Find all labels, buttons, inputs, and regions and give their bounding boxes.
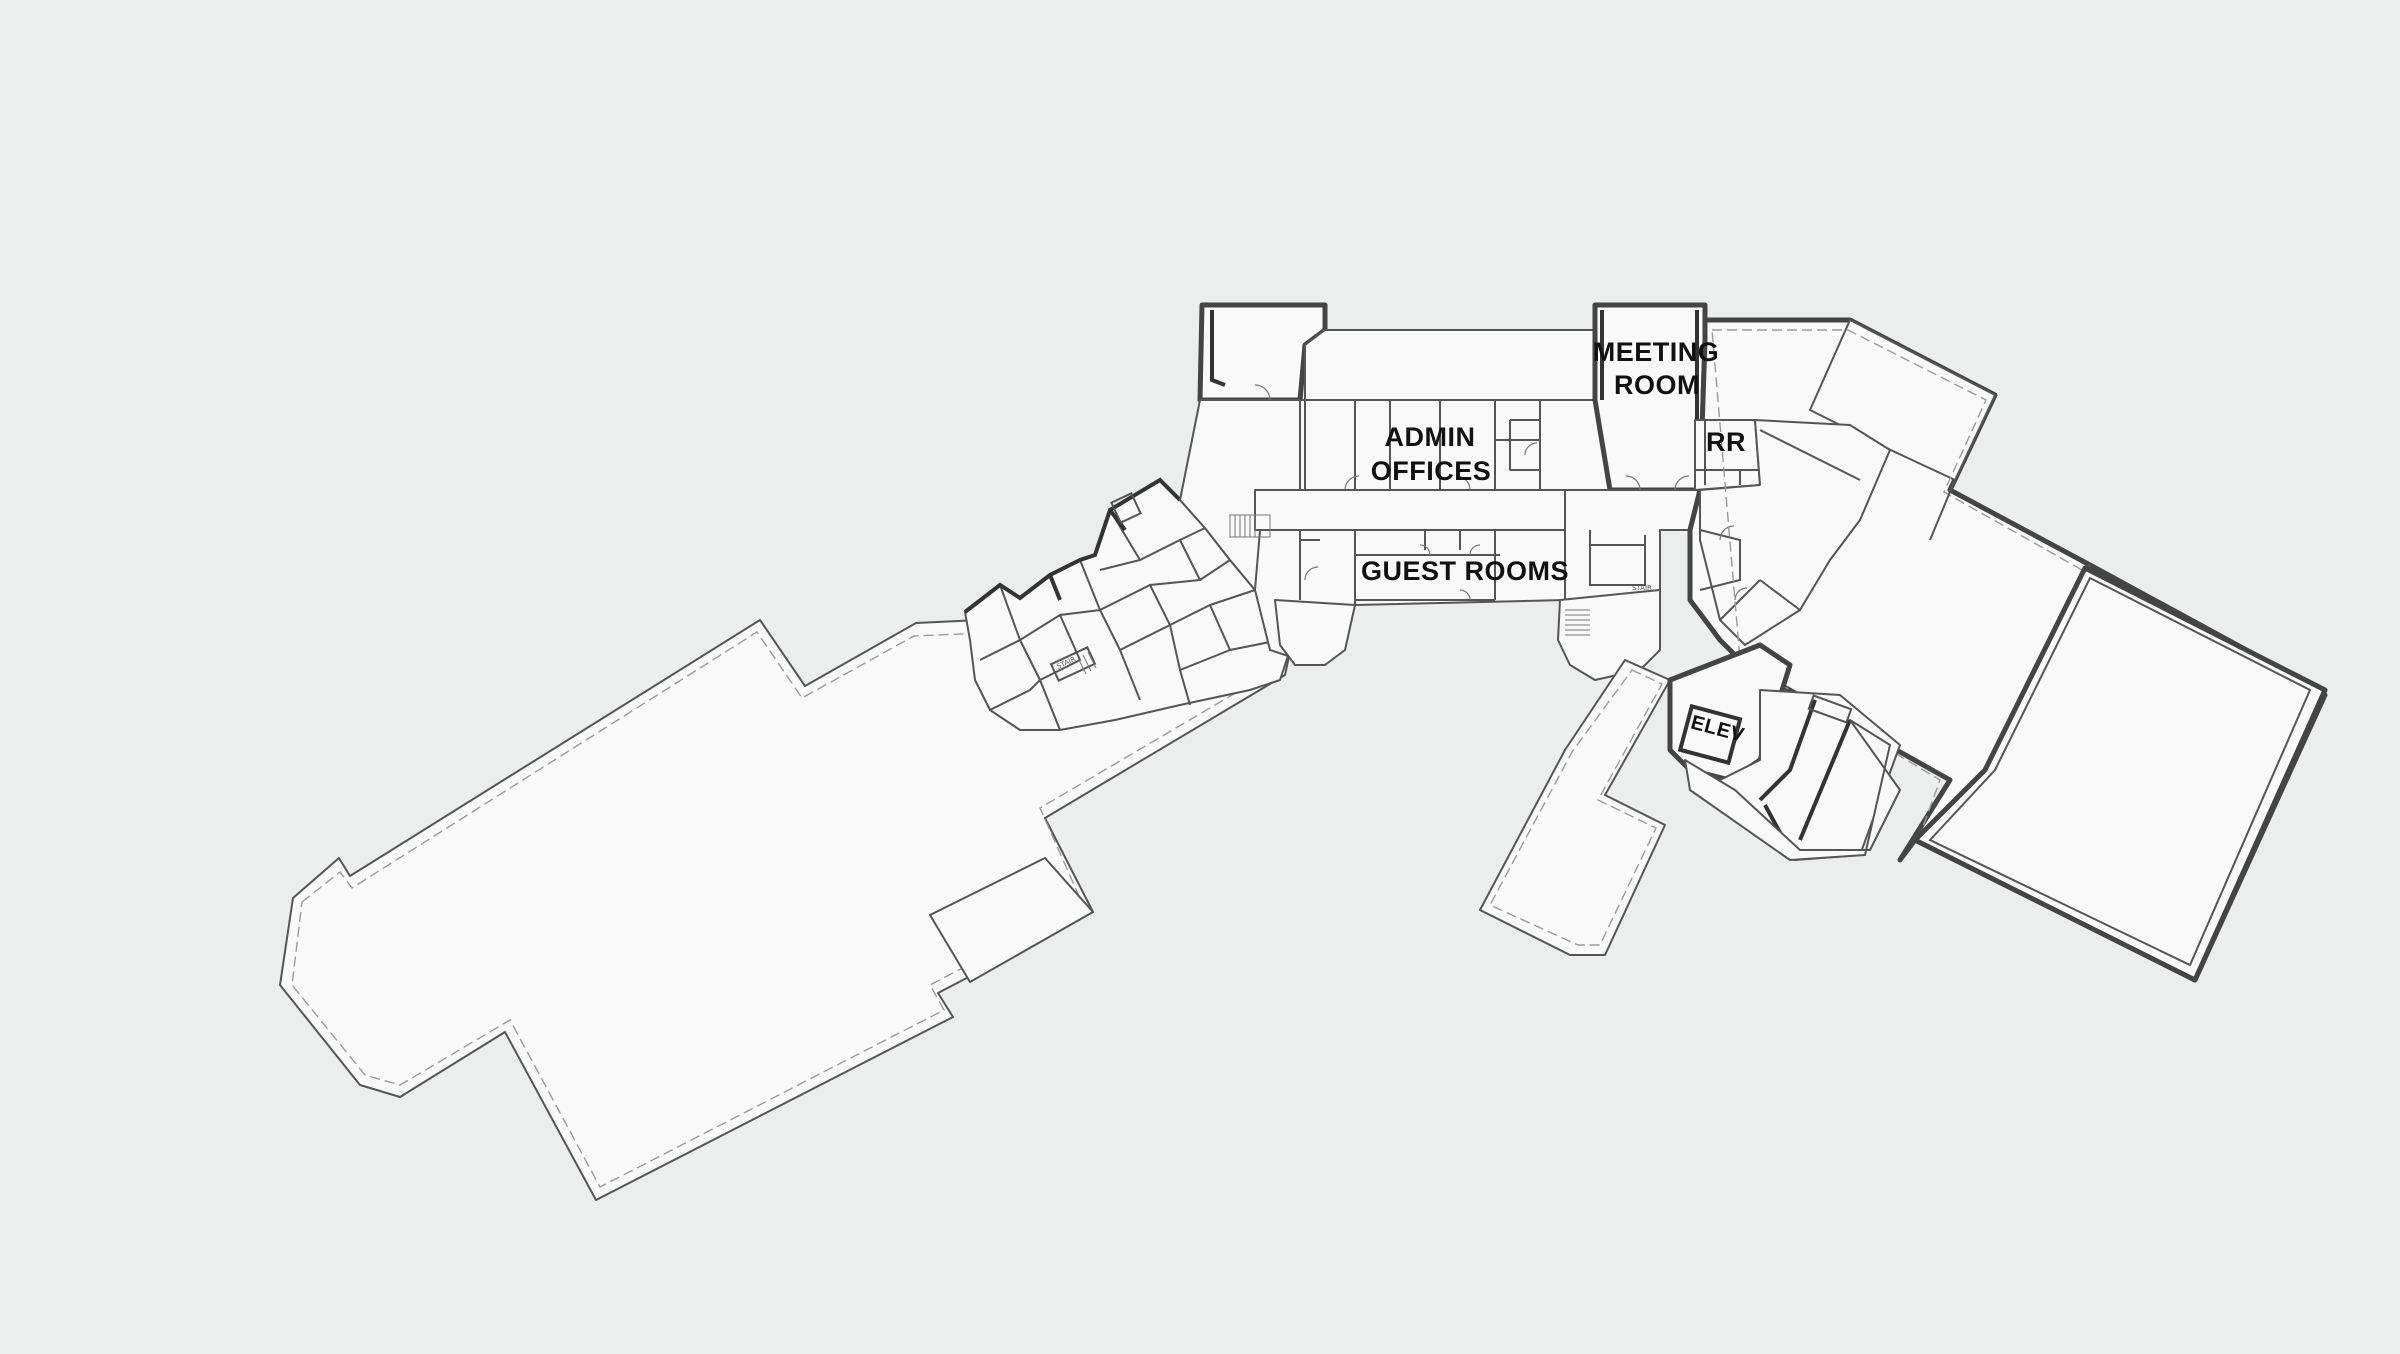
elevator-shaft [1677,703,1743,766]
admin-offices-label-line2: OFFICES [1371,456,1492,486]
sw-diagonal-wing-inner [1489,669,1663,946]
guest-suite-cluster: STAIR [963,477,1291,731]
central-corridor [1254,489,1571,531]
suite-partitions [979,509,1281,731]
west-wing [279,604,1301,1201]
suite-stair-block [1049,646,1097,682]
meeting-room-label-line1: MEETING [1593,337,1720,367]
east-annex-upper [1809,319,1996,481]
sw-diagonal-wing [1479,659,1671,956]
far-east-room [1912,565,2328,983]
suite-stairs [1077,651,1097,675]
west-wing-inner-line [291,619,1291,1188]
rr-label: RR [1706,427,1746,457]
rr-partitions [1695,420,1760,485]
far-east-room-inner [1928,576,2312,967]
east-stairs [1565,609,1590,636]
meeting-room-block: STAIR [1557,302,1708,681]
guest-door-swings [1304,544,1481,601]
west-wing-outline [279,604,1301,1201]
nw-tower-inner-wall [1210,310,1226,387]
east-door-swings [1719,525,1748,601]
meeting-door-swings [1625,475,1690,491]
admin-partitions [1304,400,1541,490]
admin-offices-label-line1: ADMIN [1385,422,1476,452]
se-canopy [1684,719,1901,861]
meeting-room-wall [1600,310,1699,420]
east-angled-room-walls [1699,429,1861,621]
south-bay [1274,599,1356,666]
east-angled-room [1699,419,1891,646]
east-wing [1687,317,2328,983]
guest-rooms-label: GUEST ROOMS [1361,556,1569,586]
west-wing-annex [929,857,1094,983]
north-corridor-band [1304,329,1596,401]
east-stair-text: STAIR [1632,584,1652,592]
suite-exterior-walls [963,477,1182,614]
se-vent [1807,694,1853,724]
central-block [1179,302,1611,666]
suite-closet [1110,492,1142,524]
nw-stairs [1229,514,1271,538]
east-small-rooms [1589,530,1646,586]
guest-room-partitions [1299,530,1500,605]
meeting-room-label-line2: ROOM [1614,370,1700,400]
south-east-wings [1479,642,1901,956]
